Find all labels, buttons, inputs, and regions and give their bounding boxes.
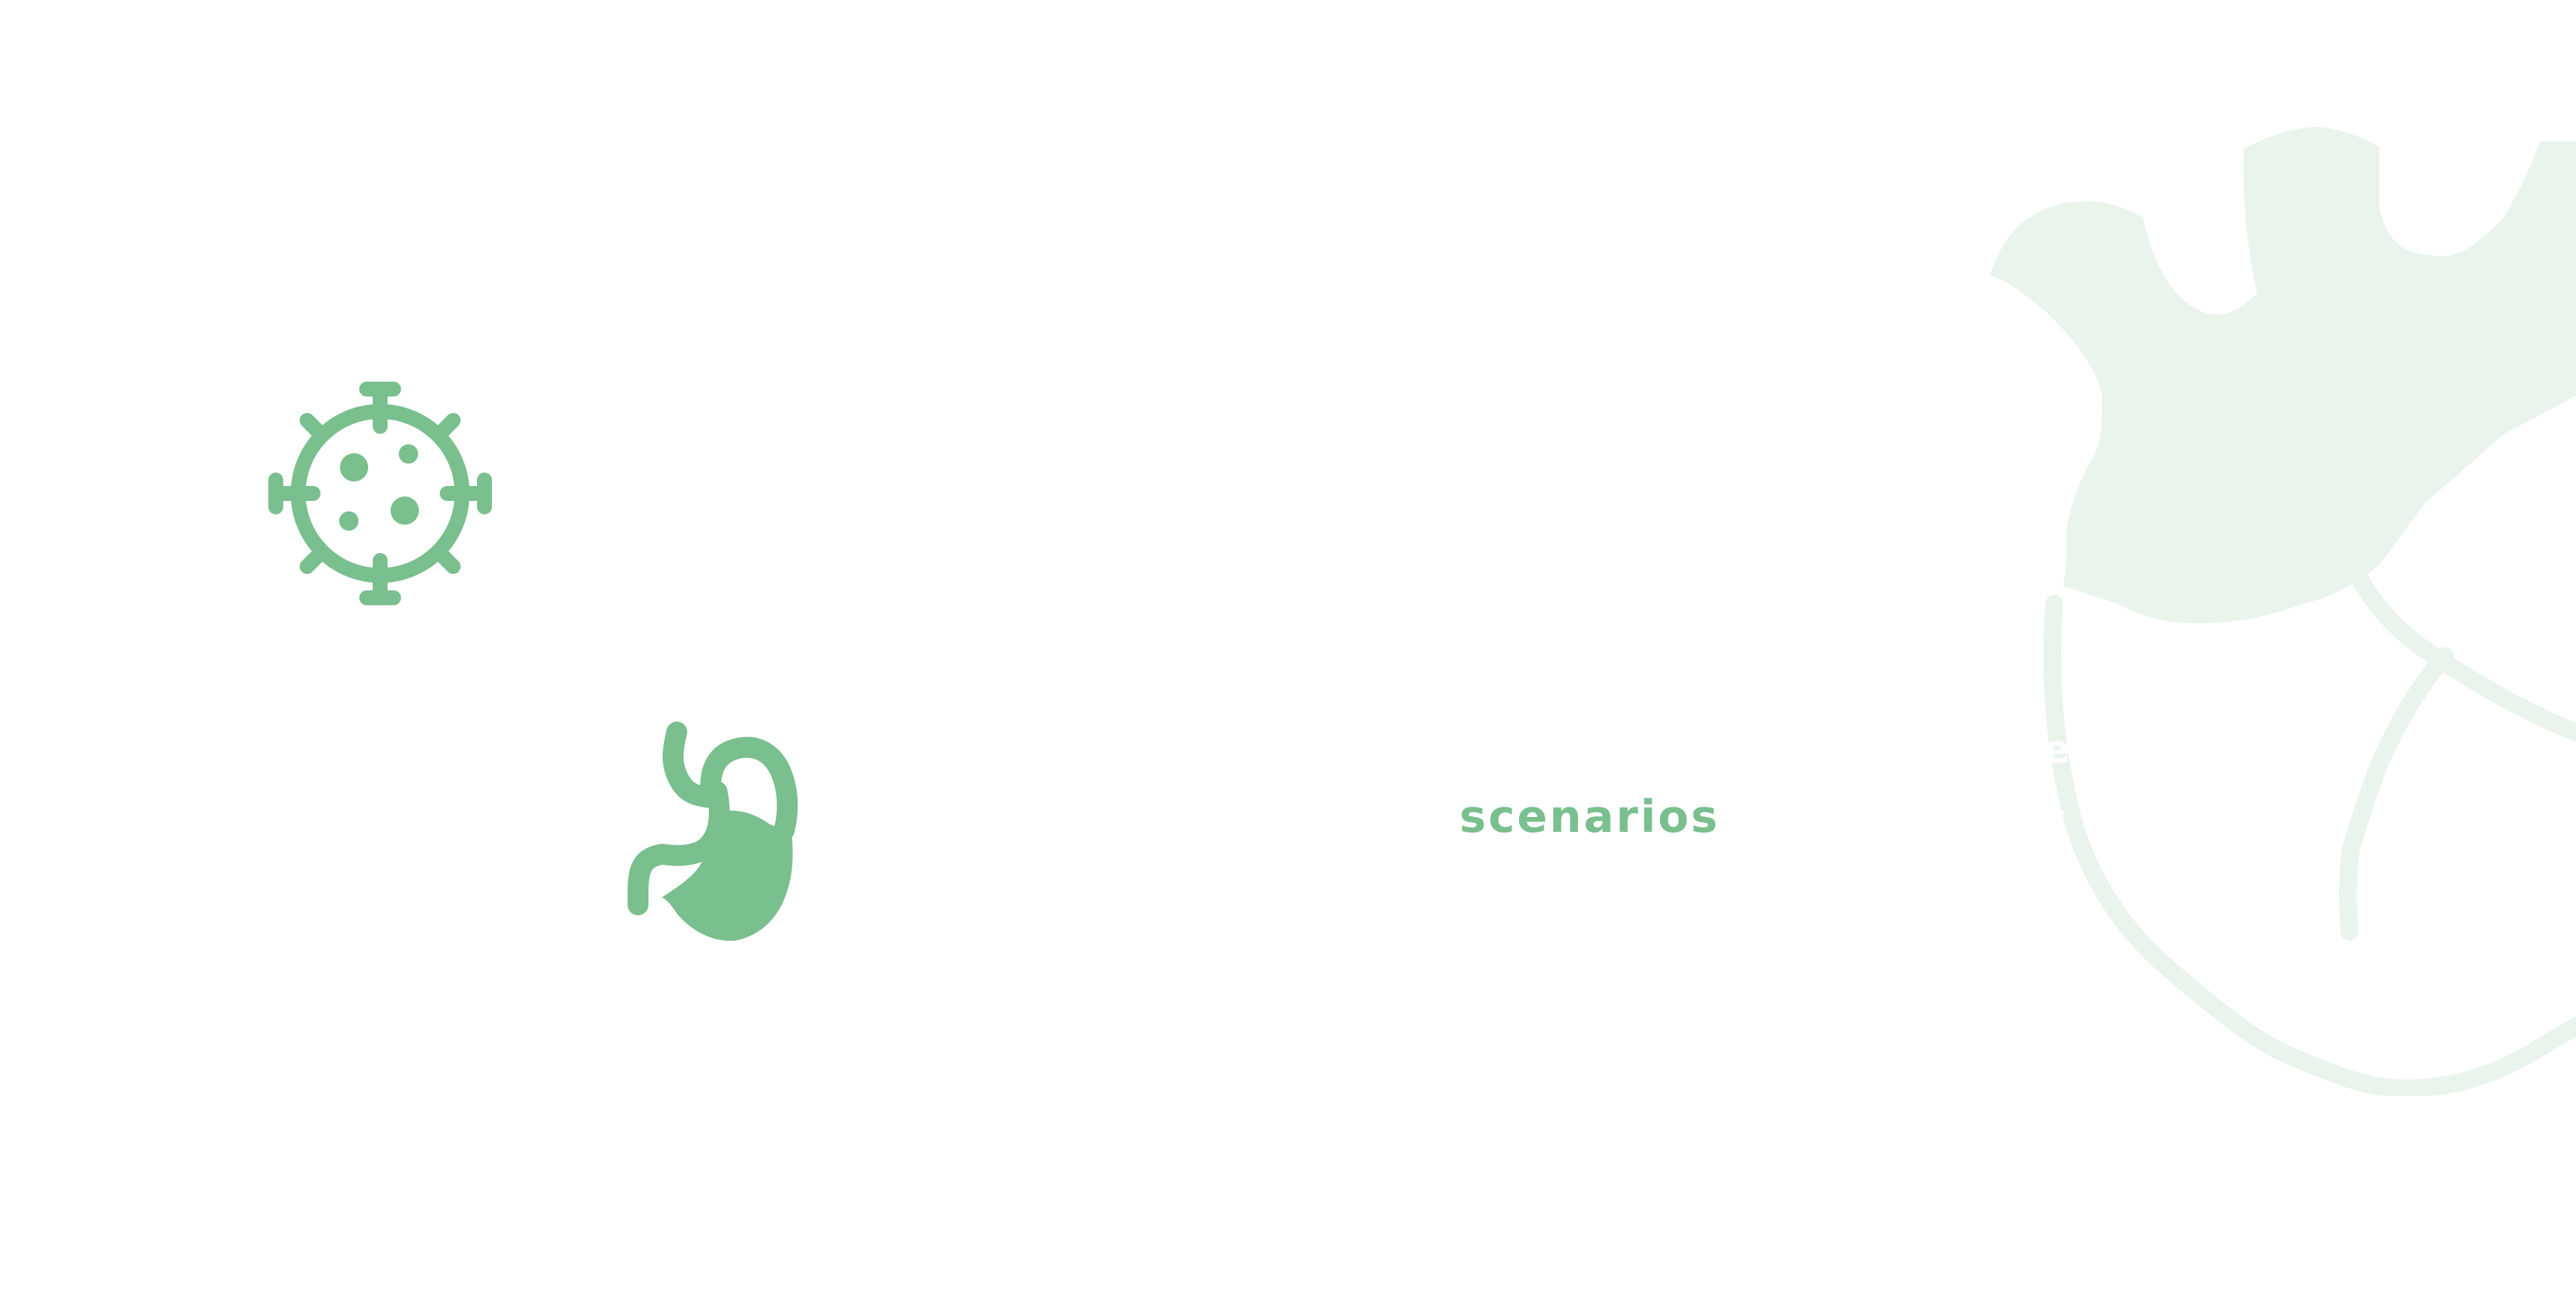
stomach-icon — [628, 722, 798, 941]
scenarios-label: scenarios — [1459, 791, 1720, 843]
heart-text-fragment: e — [2044, 728, 2071, 772]
heart-icon — [1990, 127, 2576, 1096]
heart-text-fragment: s — [2044, 796, 2067, 841]
virus-icon — [268, 382, 492, 605]
heart-text-fragment: s — [1983, 420, 2013, 475]
